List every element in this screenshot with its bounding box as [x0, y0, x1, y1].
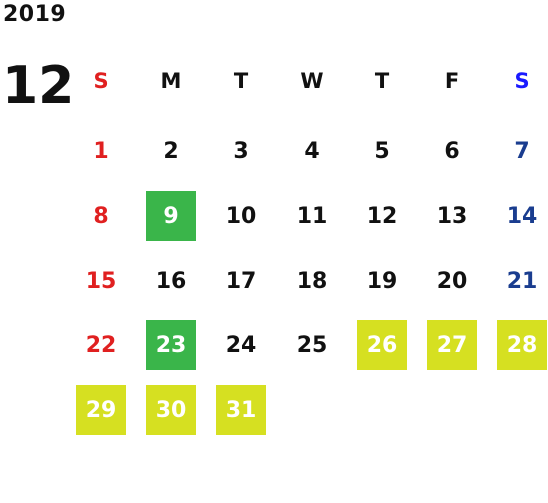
day-cell-12[interactable]: 12 [366, 203, 398, 229]
day-cell-25[interactable]: 25 [296, 332, 328, 358]
day-cell-7[interactable]: 7 [514, 138, 530, 164]
month-label: 12 [2, 56, 75, 116]
day-cell-15[interactable]: 15 [85, 268, 117, 294]
day-cell-26[interactable]: 26 [357, 320, 407, 370]
weekday-header-monday: M [160, 69, 182, 93]
day-cell-30[interactable]: 30 [146, 385, 196, 435]
day-cell-5[interactable]: 5 [374, 138, 390, 164]
day-cell-1[interactable]: 1 [93, 138, 109, 164]
day-cell-27[interactable]: 27 [427, 320, 477, 370]
day-cell-9[interactable]: 9 [146, 191, 196, 241]
weekday-header-tuesday: T [233, 69, 249, 93]
day-cell-17[interactable]: 17 [225, 268, 257, 294]
day-cell-24[interactable]: 24 [225, 332, 257, 358]
day-cell-28[interactable]: 28 [497, 320, 547, 370]
year-label: 2019 [3, 2, 67, 27]
weekday-header-wednesday: W [300, 69, 324, 93]
day-cell-22[interactable]: 22 [85, 332, 117, 358]
weekday-header-thursday: T [374, 69, 390, 93]
day-cell-23[interactable]: 23 [146, 320, 196, 370]
day-cell-14[interactable]: 14 [506, 203, 538, 229]
day-cell-11[interactable]: 11 [296, 203, 328, 229]
day-cell-31[interactable]: 31 [216, 385, 266, 435]
day-cell-10[interactable]: 10 [225, 203, 257, 229]
weekday-header-sunday: S [93, 69, 109, 93]
day-cell-2[interactable]: 2 [163, 138, 179, 164]
day-cell-29[interactable]: 29 [76, 385, 126, 435]
day-cell-21[interactable]: 21 [506, 268, 538, 294]
day-cell-8[interactable]: 8 [93, 203, 109, 229]
day-cell-3[interactable]: 3 [233, 138, 249, 164]
day-cell-6[interactable]: 6 [444, 138, 460, 164]
day-cell-4[interactable]: 4 [304, 138, 320, 164]
day-cell-13[interactable]: 13 [436, 203, 468, 229]
weekday-header-friday: F [444, 69, 460, 93]
day-cell-20[interactable]: 20 [436, 268, 468, 294]
day-cell-16[interactable]: 16 [155, 268, 187, 294]
weekday-header-saturday: S [514, 69, 530, 93]
day-cell-19[interactable]: 19 [366, 268, 398, 294]
day-cell-18[interactable]: 18 [296, 268, 328, 294]
